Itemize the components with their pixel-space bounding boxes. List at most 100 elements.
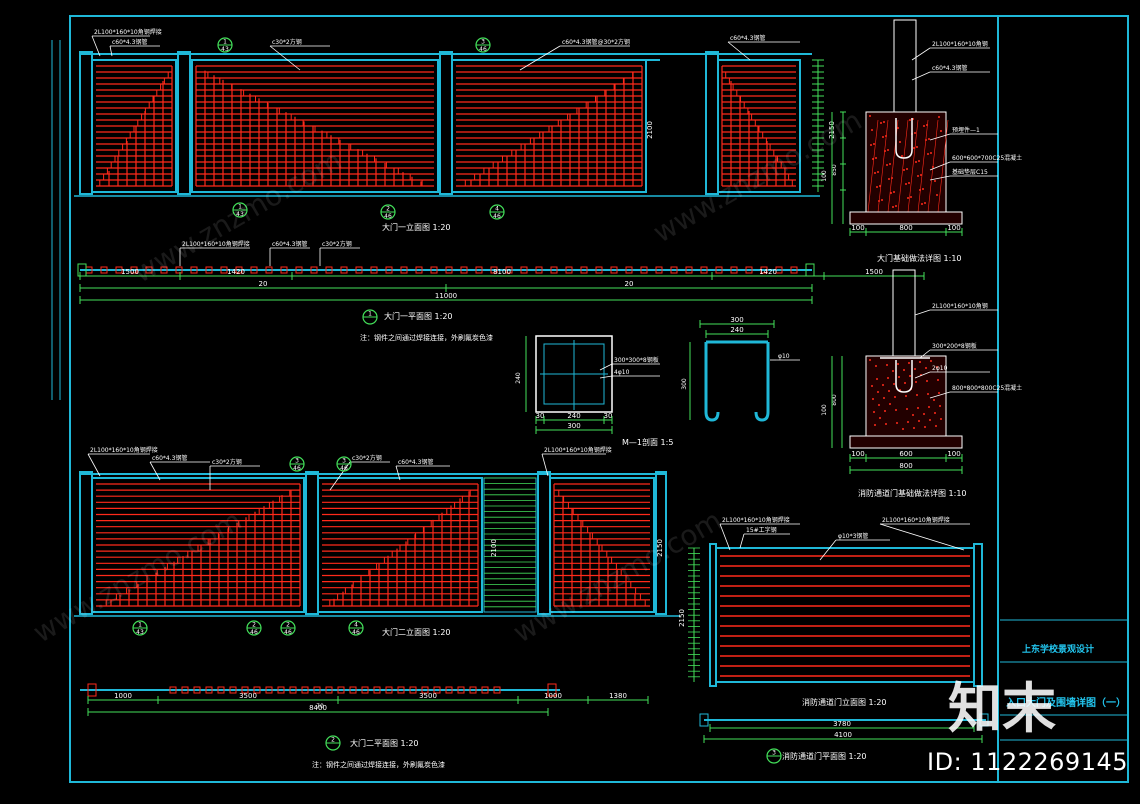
leader-line — [395, 465, 401, 481]
aggregate-dot — [925, 367, 927, 369]
aggregate-dot — [912, 414, 914, 416]
dimension-text: 3500 — [419, 692, 437, 700]
plan-bar — [280, 266, 288, 274]
plan-bar — [445, 686, 453, 694]
hook-dim-top: 300 — [699, 316, 775, 328]
hatch-line — [907, 119, 919, 213]
aggregate-dot — [876, 186, 878, 188]
aggregate-dot — [901, 155, 903, 157]
plan-bar — [490, 266, 498, 274]
gate-leaf-right — [317, 477, 483, 613]
callout-3-46: 346 — [475, 37, 491, 53]
rail-infill — [322, 483, 479, 607]
callout-bottom: 46 — [352, 629, 360, 636]
aggregate-dot — [875, 365, 877, 367]
callout-bottom: 46 — [340, 465, 348, 472]
aggregate-dot — [883, 397, 885, 399]
aggregate-dot — [934, 412, 936, 414]
dimension-text: 300 — [567, 422, 580, 430]
leader-text: c60*4.3钢管 — [272, 240, 307, 248]
aggregate-dot — [889, 403, 891, 405]
dimension-text: 1420 — [759, 268, 777, 276]
callout-bottom: 43 — [221, 46, 229, 53]
aggregate-dot — [929, 419, 931, 421]
dimension-text: 30 — [536, 412, 545, 420]
aggregate-dot — [875, 157, 877, 159]
plan-bar — [655, 266, 663, 274]
section-dim-total: 300 — [535, 422, 613, 434]
leader-line — [911, 47, 931, 61]
plan-bar — [310, 266, 318, 274]
plan-post — [547, 683, 557, 697]
gate1-elev-caption: 大门一立面图 1:20 — [382, 223, 451, 232]
dimension-text: 240 — [515, 372, 522, 384]
aggregate-dot — [923, 125, 925, 127]
label-plate: 300*200*8钢板 — [919, 342, 998, 359]
callout-top: 2 — [331, 737, 335, 744]
gate2-note: 注：钢件之间通过焊接连接，外刷氟炭色漆 — [312, 761, 445, 769]
detail2-caption: 消防通道门基础做法详图 1:10 — [858, 489, 967, 498]
plan-bar — [730, 266, 738, 274]
callout-angle: 2L100*160*10角钢焊接 — [541, 446, 612, 477]
aggregate-dot — [907, 197, 909, 199]
leader-text: 基础垫层C15 — [952, 168, 988, 176]
aggregate-dot — [910, 196, 912, 198]
aggregate-dot — [939, 405, 941, 407]
dimension-text: 850 — [831, 164, 838, 176]
side-leaf-left — [91, 59, 177, 193]
aggregate-dot — [893, 383, 895, 385]
leader-text: 600*600*700C25混凝土 — [952, 154, 1022, 162]
concrete-block — [865, 111, 947, 213]
dimension-text: 20 — [625, 280, 634, 288]
plan-bar — [421, 686, 429, 694]
callout-top: 1 — [368, 311, 372, 318]
dimension-text: 20 — [259, 280, 268, 288]
steel-plate — [535, 335, 613, 413]
leader-line — [929, 133, 951, 141]
gate-leaf-left — [191, 59, 439, 193]
aggregate-dot — [938, 392, 940, 394]
aggregate-dot — [895, 409, 897, 411]
label-concrete: 800*800*800C25混凝土 — [929, 384, 1022, 399]
leader-line — [87, 453, 101, 477]
plan-bar — [205, 266, 213, 274]
aggregate-dot — [935, 425, 937, 427]
callout-4-46: 446 — [348, 620, 364, 636]
aggregate-dot — [880, 122, 882, 124]
aggregate-dot — [869, 359, 871, 361]
plan-bar — [715, 266, 723, 274]
aggregate-dot — [930, 152, 932, 154]
callout-2-46: 246 — [246, 620, 262, 636]
aggregate-dot — [871, 385, 873, 387]
aggregate-dot — [924, 426, 926, 428]
aggregate-dot — [934, 180, 936, 182]
aggregate-dot — [913, 427, 915, 429]
dimension-text: 8100 — [493, 268, 511, 276]
aggregate-dot — [872, 398, 874, 400]
label-bar: 4φ10 — [599, 369, 660, 379]
leader-text: c60*4.3钢管 — [932, 64, 967, 72]
plan-bar — [313, 686, 321, 694]
steel-post — [655, 471, 667, 615]
plan-bar — [520, 266, 528, 274]
aggregate-dot — [903, 169, 905, 171]
side-leaf-right — [717, 59, 801, 193]
leader-text: φ10*3钢管 — [838, 532, 868, 540]
leader-text: c30*2方钢 — [352, 454, 382, 462]
hatch-line — [897, 119, 909, 213]
steel-column — [893, 19, 917, 117]
leader-line — [914, 371, 931, 379]
plan-bar — [445, 266, 453, 274]
aggregate-dot — [892, 206, 894, 208]
leader-text: 2L100*160*10角钢焊接 — [182, 240, 250, 248]
dimension-text: 1500 — [865, 268, 883, 276]
aggregate-dot — [871, 129, 873, 131]
plan-bar — [325, 266, 333, 274]
callout-angle: 2L100*160*10角钢焊接 — [87, 446, 158, 477]
leader-line — [541, 453, 549, 477]
label-cushion: 基础垫层C15 — [929, 168, 998, 181]
plan-bar — [130, 266, 138, 274]
aggregate-dot — [902, 428, 904, 430]
